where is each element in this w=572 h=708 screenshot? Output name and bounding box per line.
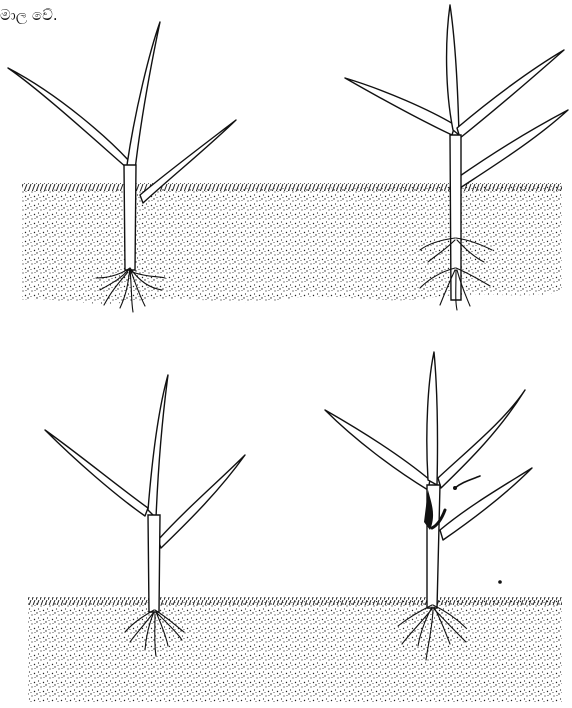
soil-top (22, 183, 562, 304)
soil-bottom (28, 597, 562, 702)
